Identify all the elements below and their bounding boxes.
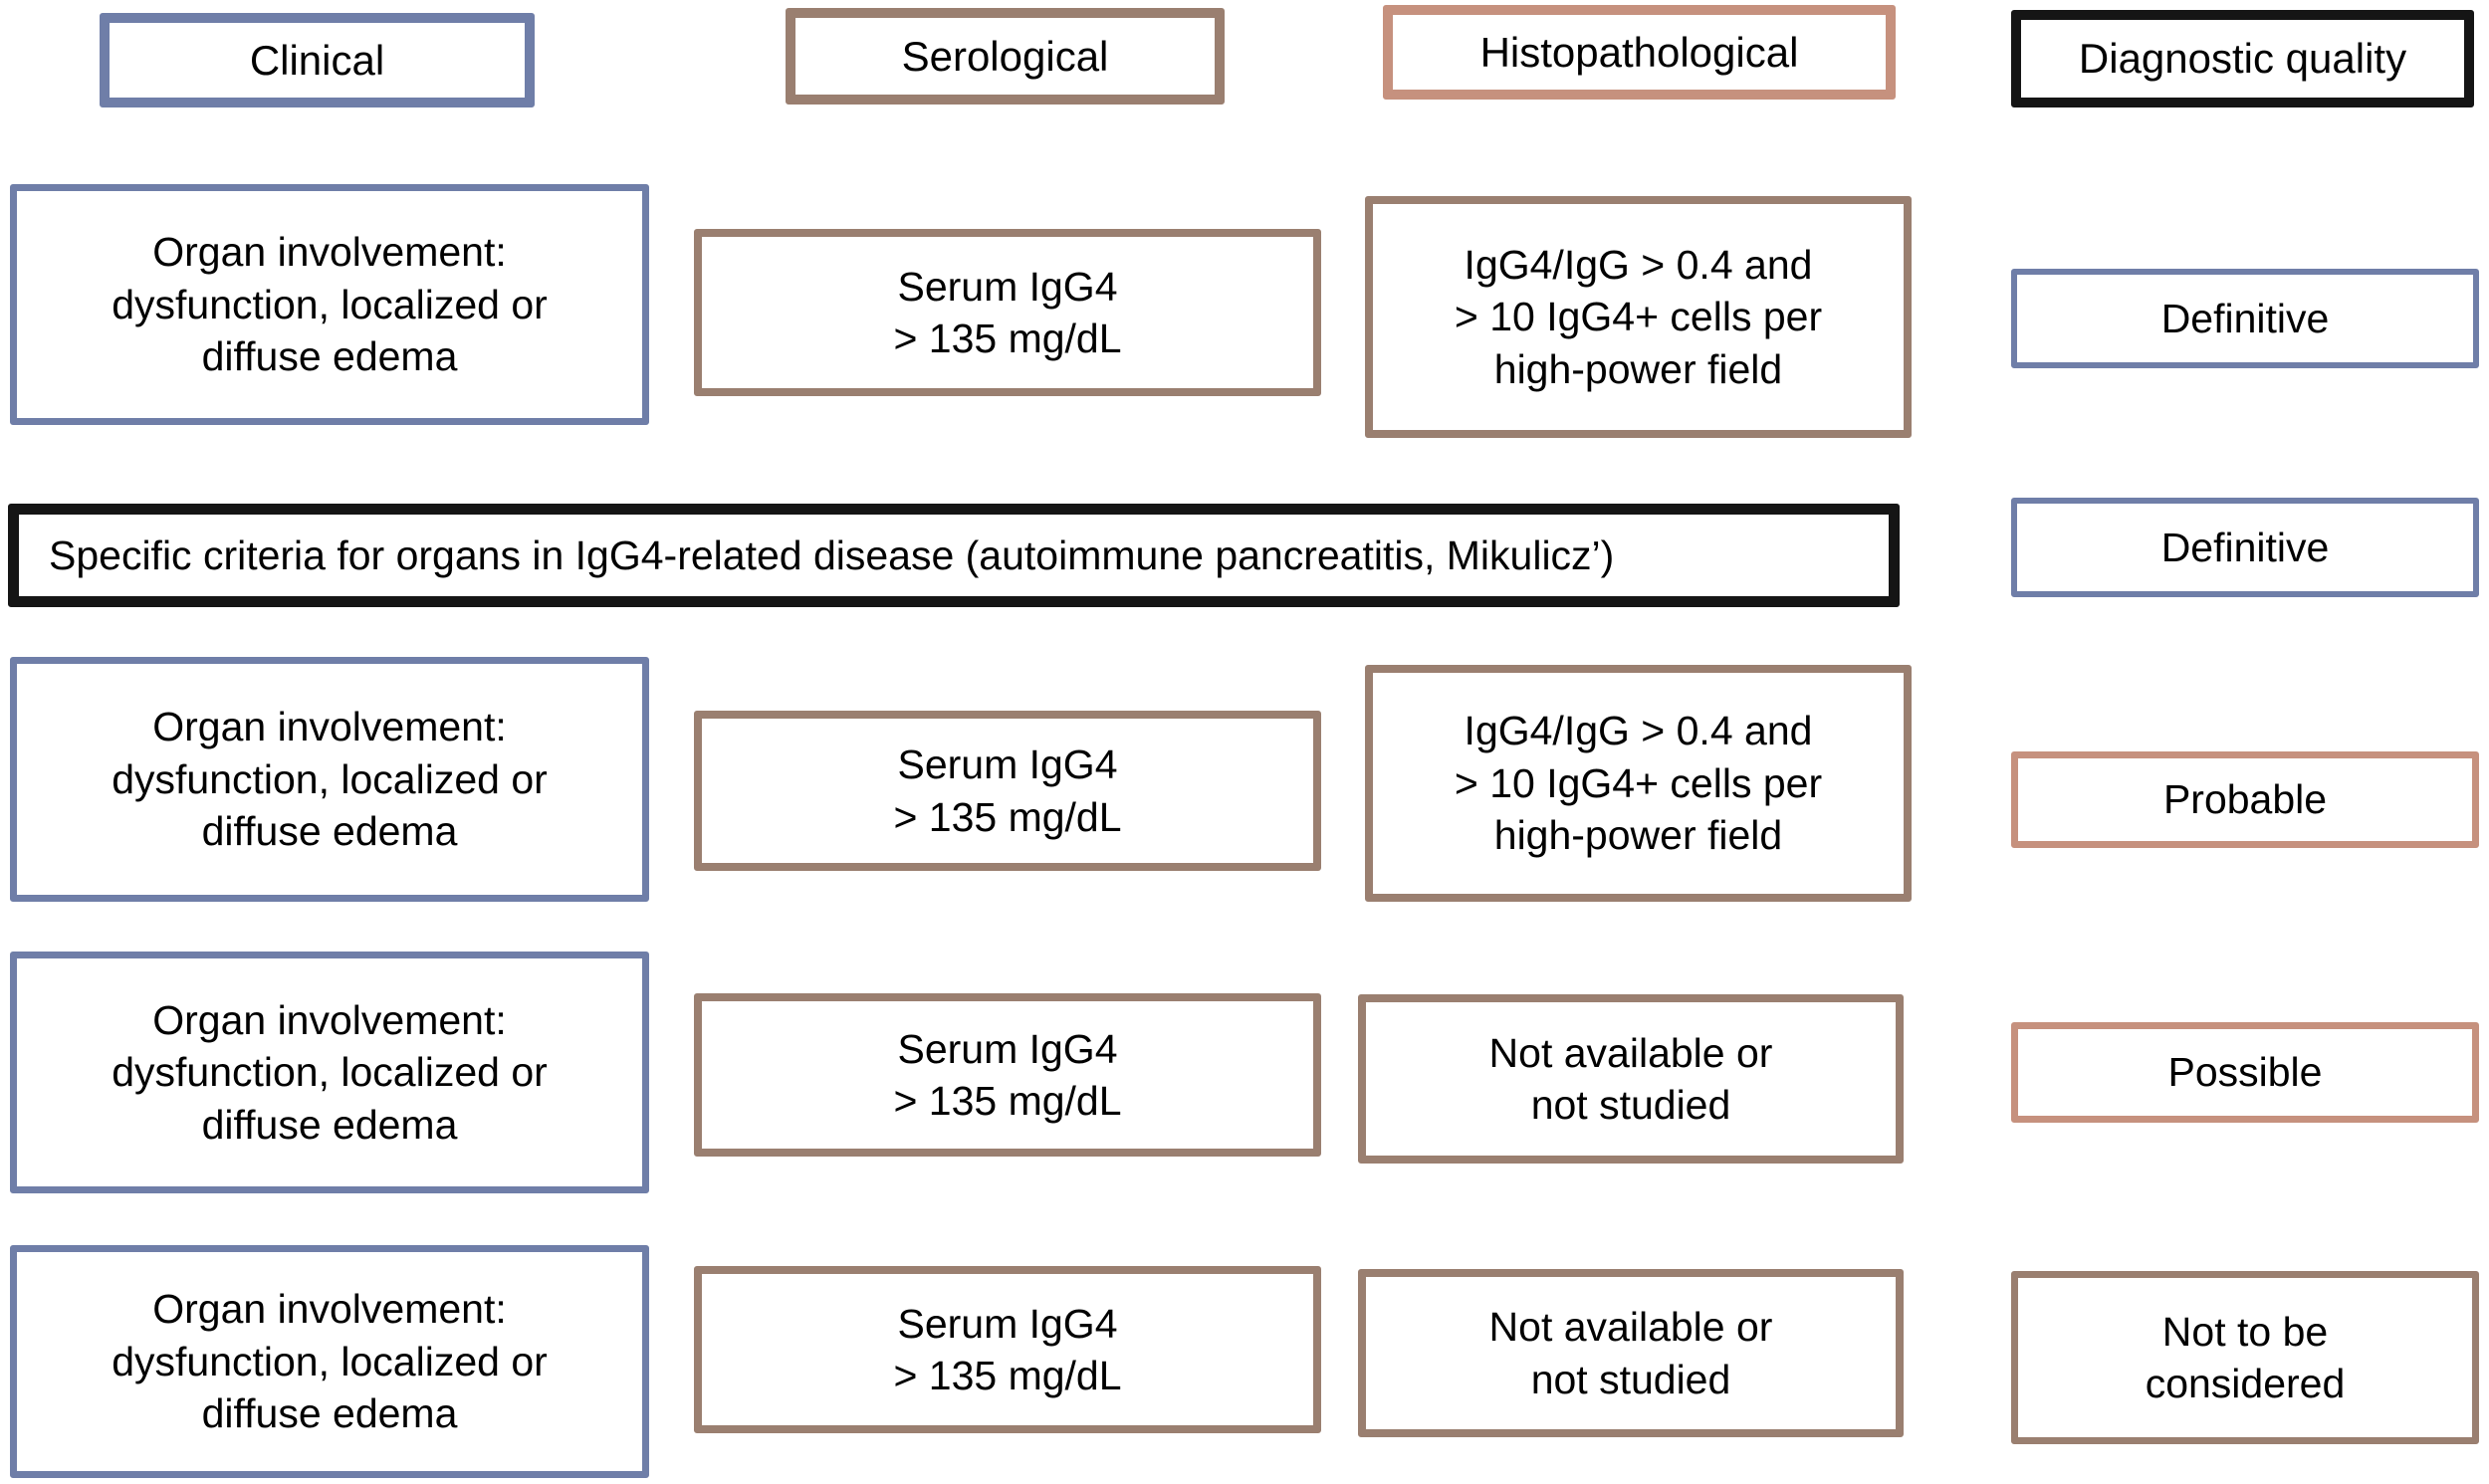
row3-histopathological-igg4-ratio-box: IgG4/IgG > 0.4 and > 10 IgG4+ cells per … [1365, 665, 1912, 902]
row1-clinical-organ-involvement-box: Organ involvement: dysfunction, localize… [10, 184, 649, 425]
row5-serological-serum-igg4-box: Serum IgG4 > 135 mg/dL [694, 1266, 1321, 1433]
row4-histopathological-not-available-box: Not available or not studied [1358, 994, 1904, 1164]
row4-quality-possible-box: Possible [2011, 1022, 2479, 1123]
row5-quality-not-to-be-considered-box: Not to be considered [2011, 1271, 2479, 1444]
row4-clinical-organ-involvement-box: Organ involvement: dysfunction, localize… [10, 952, 649, 1193]
column-header-histopathological: Histopathological [1383, 5, 1896, 100]
row1-quality-definitive-box: Definitive [2011, 269, 2479, 368]
row5-histopathological-not-available-box: Not available or not studied [1358, 1269, 1904, 1437]
row3-clinical-organ-involvement-box: Organ involvement: dysfunction, localize… [10, 657, 649, 902]
specific-criteria-spanner-box: Specific criteria for organs in IgG4-rel… [8, 504, 1900, 607]
row1-serological-serum-igg4-box: Serum IgG4 > 135 mg/dL [694, 229, 1321, 396]
column-header-diagnostic-quality: Diagnostic quality [2011, 10, 2474, 107]
row1-histopathological-igg4-ratio-box: IgG4/IgG > 0.4 and > 10 IgG4+ cells per … [1365, 196, 1912, 438]
column-header-clinical: Clinical [100, 13, 535, 107]
row3-quality-probable-box: Probable [2011, 751, 2479, 848]
row2-quality-definitive-box: Definitive [2011, 498, 2479, 597]
column-header-serological: Serological [786, 8, 1225, 105]
row5-clinical-organ-involvement-box: Organ involvement: dysfunction, localize… [10, 1245, 649, 1478]
row3-serological-serum-igg4-box: Serum IgG4 > 135 mg/dL [694, 711, 1321, 871]
row4-serological-serum-igg4-box: Serum IgG4 > 135 mg/dL [694, 993, 1321, 1157]
